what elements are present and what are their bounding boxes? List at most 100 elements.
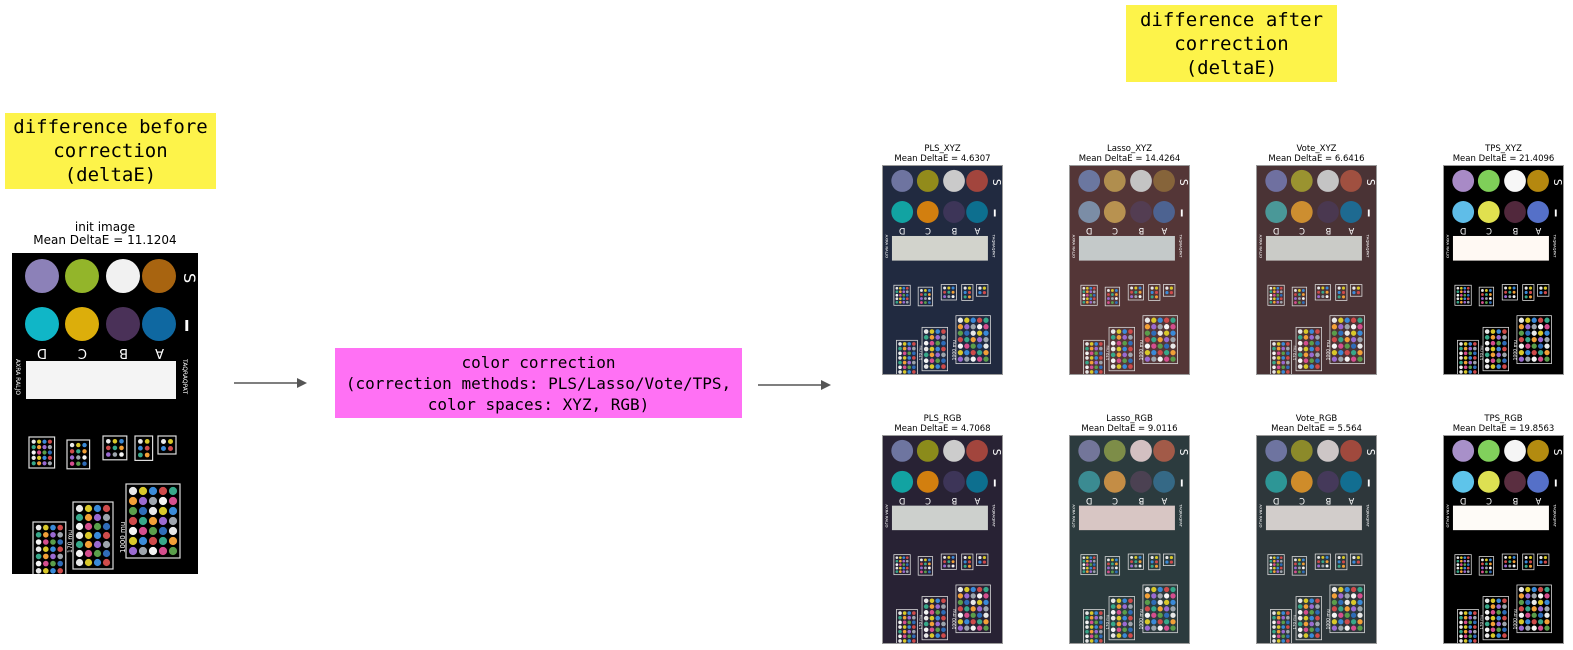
palette-dot: [1170, 586, 1176, 593]
largest-palette-frame: [955, 584, 991, 634]
palette-dot: [1303, 352, 1309, 358]
palette-dot: [1286, 346, 1290, 351]
color-swatch: [1340, 470, 1362, 493]
palette-dot: [1350, 317, 1357, 323]
color-swatch: [1265, 439, 1288, 462]
palette-dot: [1089, 629, 1094, 634]
palette-dot: [1463, 566, 1467, 570]
palette-dot: [1459, 634, 1463, 639]
palette-dot: [943, 286, 947, 290]
palette-dot: [976, 612, 983, 618]
palette-dot: [1317, 555, 1321, 559]
column-letter: A: [1161, 496, 1167, 506]
palette-dot: [1544, 343, 1550, 349]
palette-dot: [1272, 360, 1276, 365]
palette-dot: [1496, 604, 1502, 609]
palette-dot: [963, 564, 967, 568]
palette-dot: [1463, 356, 1468, 360]
palette-dot: [1357, 343, 1363, 349]
palette-dot: [957, 612, 964, 618]
palette-dot: [1468, 634, 1473, 639]
color-swatch: [1130, 200, 1152, 224]
palette-dot: [912, 639, 916, 643]
large-palette-frame: [1108, 596, 1136, 641]
palette-dot: [1531, 586, 1537, 593]
row-label: S: [1551, 449, 1563, 456]
palette-dot: [1298, 570, 1301, 574]
palette-dot: [138, 445, 143, 451]
palette-dot: [1496, 346, 1502, 352]
palette-dot: [1459, 559, 1463, 563]
palette-dot: [138, 439, 143, 444]
palette-dot: [1128, 364, 1133, 369]
color-swatch: [1527, 169, 1549, 192]
palette-dot: [1110, 621, 1116, 627]
palette-dot: [895, 297, 899, 301]
palette-dot: [1473, 611, 1477, 615]
palette-dot: [967, 555, 972, 560]
palette-dot: [1468, 611, 1473, 615]
palette-dot: [1170, 599, 1176, 606]
palette-dot: [1094, 629, 1099, 634]
palette-size-label: 170 mu: [917, 345, 922, 360]
palette-dot: [1269, 293, 1273, 297]
small-palette-frame: [1537, 284, 1550, 297]
palette-dot: [1344, 606, 1350, 612]
palette-dot: [1524, 555, 1528, 560]
palette-dot: [1276, 559, 1280, 563]
palette-dot: [1089, 351, 1094, 356]
small-palette-frame: [1163, 284, 1176, 297]
small-palette-frame: [917, 556, 934, 576]
palette-dot: [158, 496, 168, 506]
palette-dot: [106, 445, 111, 451]
palette-dot: [1315, 329, 1320, 334]
palette-dot: [902, 293, 906, 297]
palette-dot: [35, 524, 42, 531]
palette-dot: [976, 337, 983, 343]
palette-dot: [1468, 639, 1473, 643]
palette-dot: [1344, 625, 1350, 631]
palette-dot: [902, 625, 907, 629]
palette-dot: [138, 516, 148, 526]
palette-dot: [1151, 619, 1157, 625]
palette-dot: [1504, 564, 1508, 568]
palette-dot: [1459, 351, 1463, 356]
palette-dot: [923, 621, 929, 627]
small-palette-frame: [1454, 554, 1472, 576]
palette-dot: [1518, 606, 1525, 612]
palette-dot: [1116, 340, 1122, 346]
palette-dot: [1484, 335, 1490, 340]
palette-dot: [941, 346, 946, 352]
palette-dot: [1473, 629, 1477, 634]
palette-dot: [1279, 559, 1283, 563]
medium-palette-frame: [1457, 609, 1479, 643]
palette-dot: [983, 356, 989, 362]
palette-dot: [1122, 615, 1128, 621]
side-label: TAQRAQPAT: [1365, 234, 1370, 258]
palette-size-label: 1000 mu: [119, 522, 127, 553]
palette-dot: [1315, 346, 1320, 352]
palette-dot: [951, 290, 955, 294]
column-letter: C: [925, 226, 931, 236]
palette-dot: [84, 531, 93, 540]
palette-dot: [1338, 593, 1344, 599]
palette-dot: [1116, 346, 1122, 352]
row-label: S: [1364, 449, 1376, 456]
color-swatch: [1452, 200, 1475, 224]
palette-dot: [1357, 599, 1363, 606]
palette-dot: [905, 286, 909, 290]
palette-dot: [1286, 360, 1290, 365]
palette-dot: [1150, 295, 1154, 299]
palette-dot: [902, 290, 906, 294]
palette-dot: [983, 349, 989, 356]
small-palette-frame: [1291, 556, 1308, 576]
palette-dot: [976, 349, 983, 356]
side-label: AXRA RALJO: [1446, 235, 1451, 258]
palette-dot: [1165, 286, 1169, 290]
palette-dot: [898, 297, 902, 301]
palette-dot: [1286, 351, 1290, 356]
palette-dot: [920, 301, 923, 304]
palette-dot: [93, 549, 102, 558]
palette-dot: [1279, 300, 1283, 304]
